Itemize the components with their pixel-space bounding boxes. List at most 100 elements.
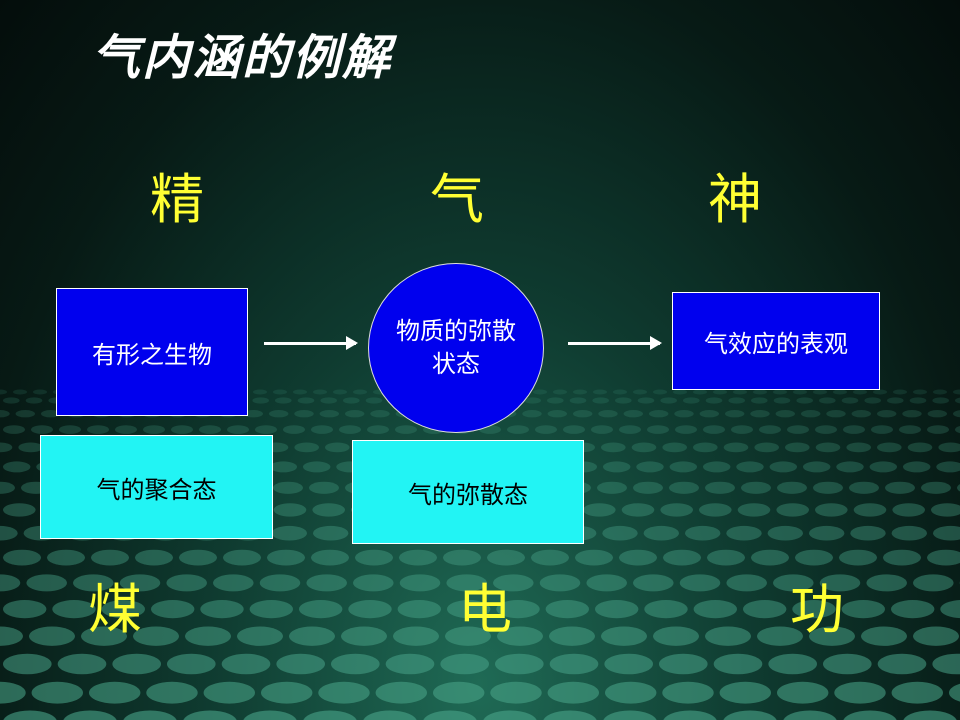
background-dot	[693, 442, 718, 453]
background-dot	[312, 503, 346, 517]
background-dot	[0, 525, 18, 541]
background-dot	[851, 410, 871, 418]
background-dot	[815, 503, 848, 517]
background-dot	[891, 525, 927, 541]
background-dot	[913, 626, 959, 646]
background-dot	[31, 425, 53, 434]
background-dot	[768, 653, 817, 675]
background-dot	[63, 710, 117, 720]
background-dot	[303, 710, 357, 720]
background-dot	[795, 549, 833, 566]
background-dot	[3, 461, 31, 473]
background-dot	[487, 549, 525, 566]
background-dot	[293, 389, 307, 395]
background-dot	[907, 442, 933, 453]
background-dot	[713, 653, 763, 675]
background-dot	[549, 626, 595, 646]
background-dot	[644, 600, 688, 619]
background-dot	[813, 389, 827, 395]
background-dot	[773, 574, 814, 592]
background-dot	[767, 525, 803, 541]
arrow-right-2	[568, 336, 662, 350]
background-dot	[633, 389, 647, 395]
background-dot	[319, 410, 339, 418]
background-dot	[569, 397, 587, 404]
background-dot	[261, 681, 313, 704]
background-dot	[751, 397, 768, 404]
background-dot	[841, 397, 859, 404]
qi-effect-box: 气效应的表观	[672, 292, 880, 390]
background-dot	[723, 442, 749, 453]
background-dot	[699, 503, 732, 517]
background-dot	[741, 481, 771, 494]
background-dot	[673, 389, 687, 395]
background-dot	[185, 626, 231, 646]
background-dot	[871, 425, 893, 434]
background-dot	[647, 425, 669, 434]
background-dot	[601, 442, 626, 453]
background-dot	[343, 397, 360, 404]
background-dot	[955, 397, 960, 404]
background-dot	[252, 397, 269, 404]
background-dot	[269, 461, 297, 473]
background-dot	[887, 397, 904, 404]
background-dot	[253, 389, 267, 395]
background-dot	[289, 626, 335, 646]
char-gong: 功	[790, 578, 844, 641]
background-dot	[363, 710, 417, 720]
aggregate-state-box: 气的聚合态	[40, 435, 273, 539]
background-dot	[723, 710, 777, 720]
background-dot	[913, 574, 954, 592]
background-dot	[25, 397, 43, 404]
background-dot	[143, 425, 165, 434]
background-dot	[91, 549, 129, 566]
background-dot	[936, 461, 960, 473]
background-dot	[547, 410, 567, 418]
background-dot	[89, 681, 141, 704]
background-dot	[545, 600, 589, 619]
background-dot	[705, 397, 723, 404]
background-dot	[535, 425, 557, 434]
background-dot	[483, 710, 537, 720]
background-dot	[877, 410, 897, 418]
background-dot	[345, 410, 365, 418]
background-dot	[921, 481, 951, 494]
background-dot	[933, 525, 960, 541]
background-dot	[602, 525, 638, 541]
circle-label-line2: 状态	[432, 350, 480, 378]
background-dot	[73, 574, 114, 592]
background-dot	[533, 389, 547, 395]
background-dot	[885, 481, 915, 494]
background-dot	[115, 425, 137, 434]
background-dot	[33, 389, 47, 395]
background-dot	[725, 410, 745, 418]
background-dot	[151, 600, 195, 619]
background-dot	[583, 503, 616, 517]
aggregate-state-label: 气的聚合态	[96, 475, 217, 504]
background-dot	[705, 481, 735, 494]
background-dot	[399, 574, 441, 592]
background-dot	[273, 481, 303, 494]
background-dot	[255, 425, 277, 434]
background-dot	[591, 425, 613, 434]
background-dot	[775, 410, 795, 418]
background-dot	[754, 442, 779, 453]
background-dot	[737, 503, 771, 517]
background-dot	[496, 600, 540, 619]
char-jing: 精	[150, 168, 204, 231]
background-dot	[683, 397, 700, 404]
background-dot	[297, 397, 315, 404]
background-dot	[249, 600, 293, 619]
background-dot	[311, 549, 349, 566]
background-dot	[601, 626, 647, 646]
background-dot	[269, 410, 289, 418]
background-dot	[776, 503, 809, 517]
background-dot	[633, 481, 663, 494]
background-dot	[0, 681, 26, 704]
background-dot	[726, 574, 767, 592]
background-dot	[320, 397, 338, 404]
background-dot	[549, 653, 599, 675]
background-dot	[243, 410, 263, 418]
background-dot	[903, 710, 957, 720]
background-dot	[957, 484, 960, 492]
